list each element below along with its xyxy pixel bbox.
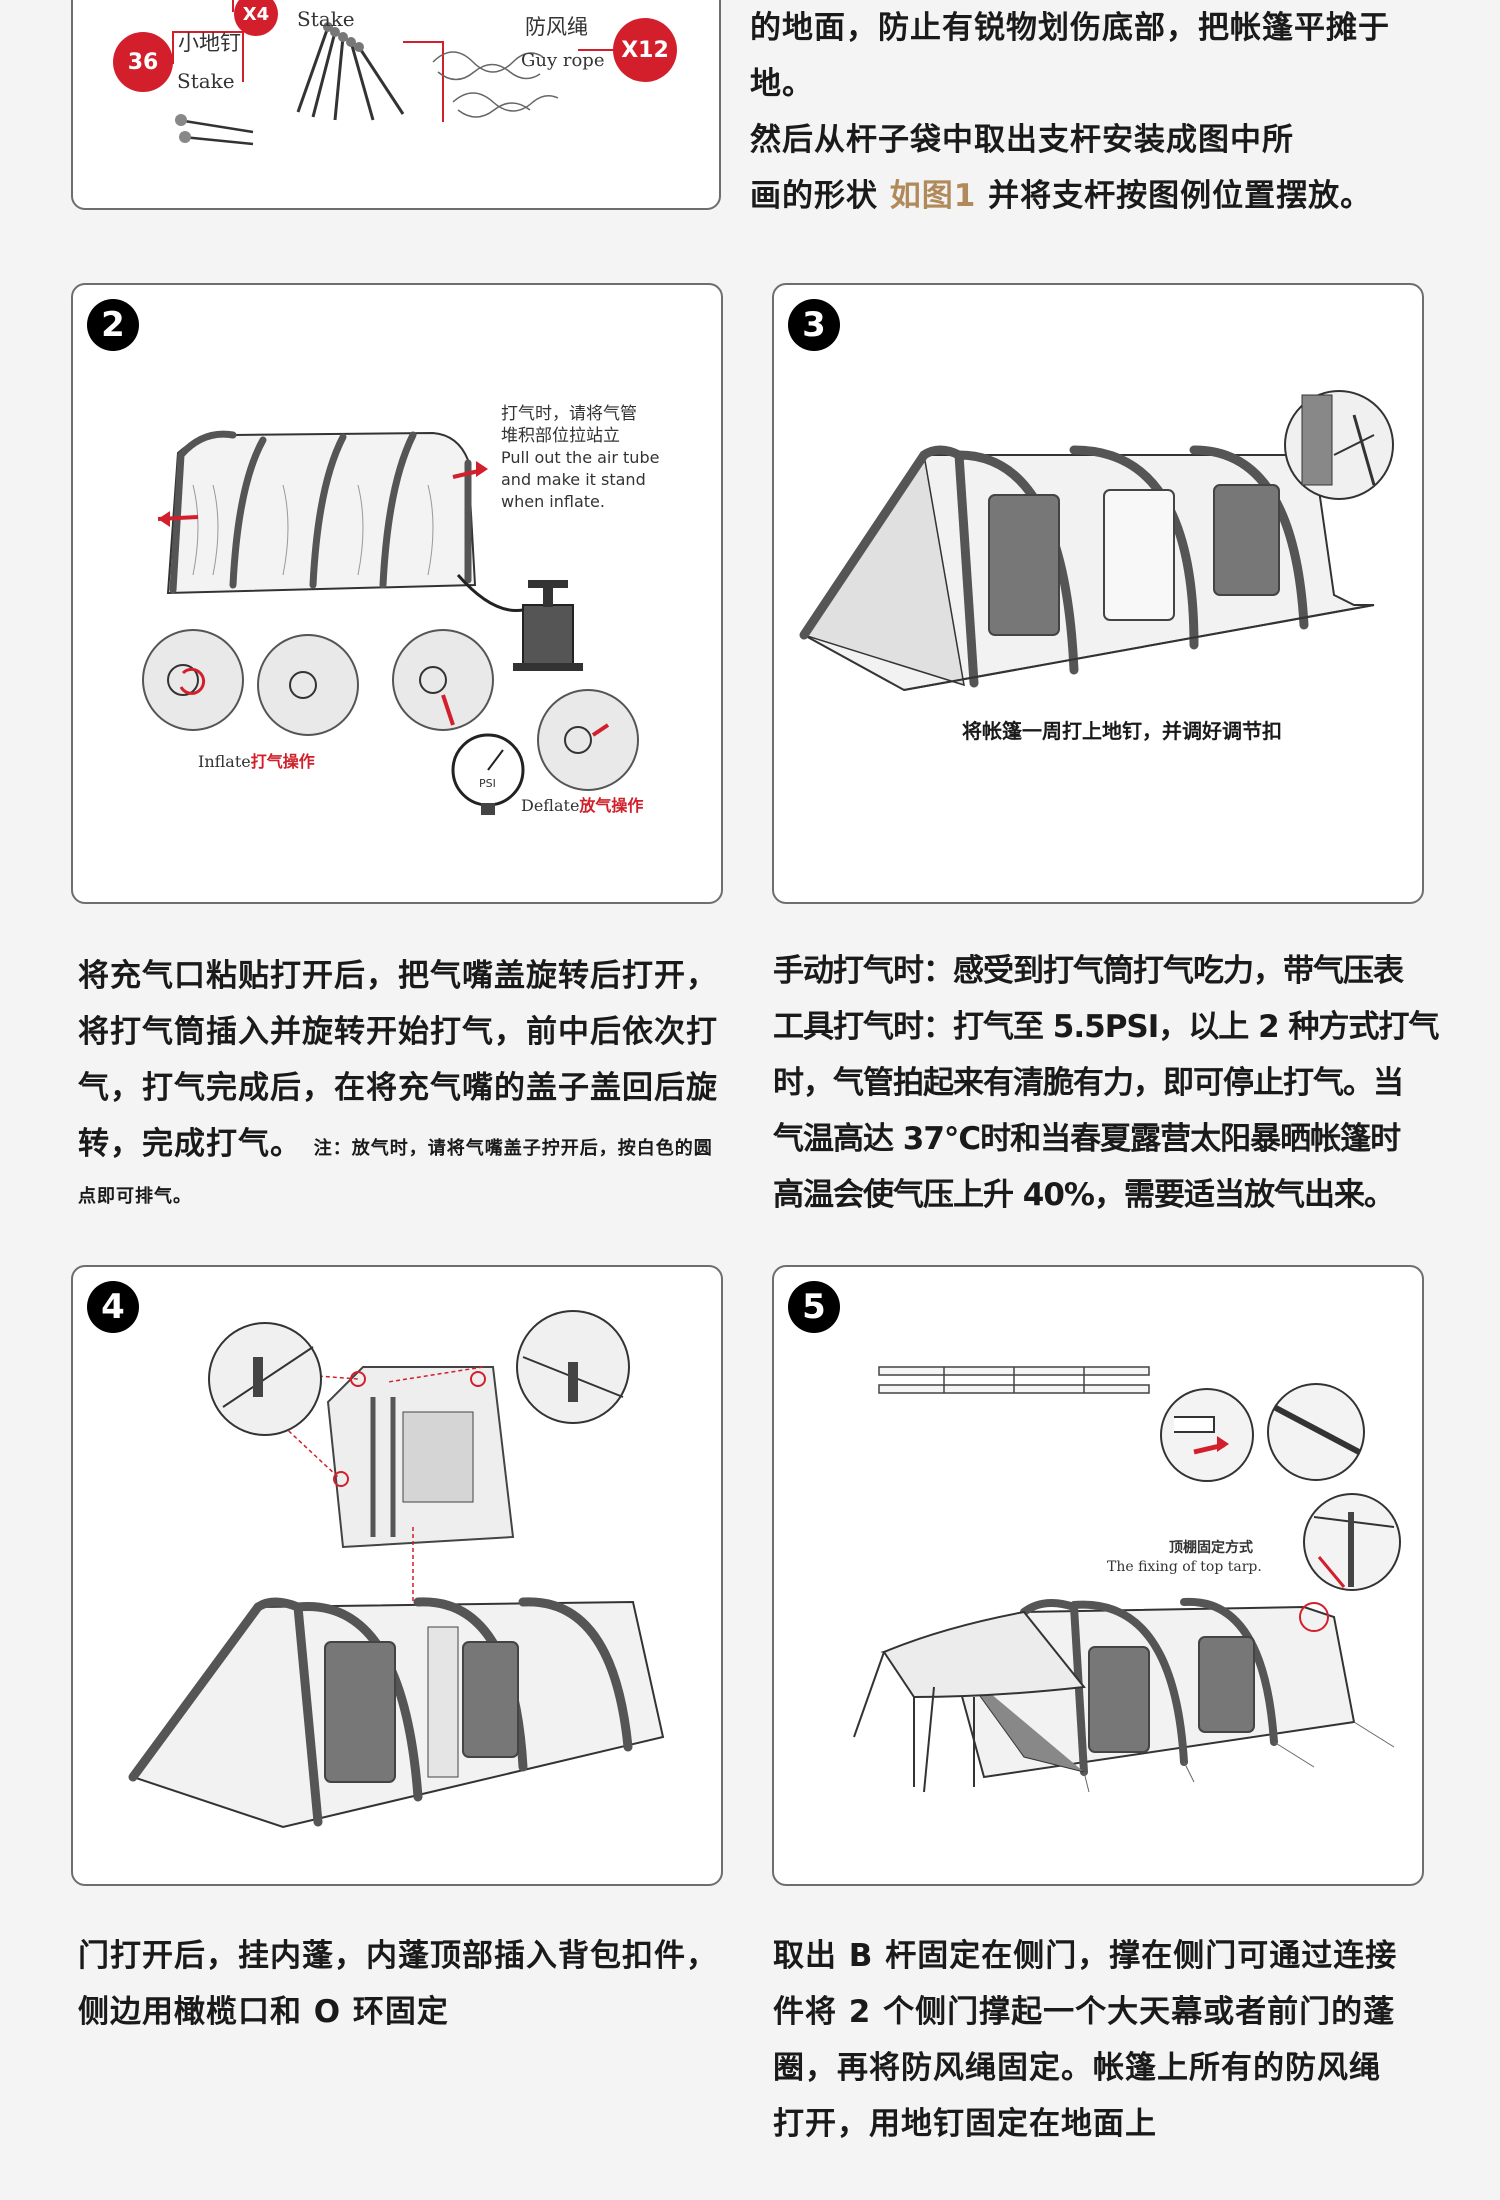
tarp-caption-en: The fixing of top tarp. [1107,1556,1262,1578]
inner-tent-illustration [73,1267,723,1886]
tube-note-cn: 打气时，请将气管 堆积部位拉站立 [501,403,637,447]
tube-note-en: Pull out the air tube and make it stand … [501,447,659,513]
step1-text: 的地面，防止有锐物划伤底部，把帐篷平摊于 地。 然后从杆子袋中取出支杆安装成图中… [750,0,1470,224]
step5-description: 取出 B 杆固定在侧门，撑在侧门可通过连接 件将 2 个侧门撑起一个大天幕或者前… [773,1928,1473,2152]
step3-caption: 将帐篷一周打上地钉，并调好调节扣 [962,715,1282,744]
step3-card: 3 将帐篷一周打上地钉，并调好调节扣 [772,283,1424,904]
small-stake-label: 小地钉 [178,32,241,54]
step2-description: 将充气口粘贴打开后，把气嘴盖旋转后打开， 将打气筒插入并旋转开始打气，前中后依次… [78,948,748,1217]
badge-36: 36 [113,32,173,92]
guy-rope-label: Guy rope [521,50,604,72]
step5-card: 5 [772,1265,1424,1886]
stake-label-top: Stake [297,8,355,30]
badge-x12: X12 [613,18,677,82]
inflate-caption: Inflate打气操作 [198,751,315,773]
step2-card: 2 [71,283,723,904]
step1-card: X4 Stake 36 小地钉 Stake 防风绳 Guy rope X12 [71,0,721,210]
staked-tent-illustration [774,285,1424,904]
deflate-caption: Deflate放气操作 [521,795,643,817]
gauge-psi-label: PSI [479,773,496,795]
windrope-label: 防风绳 [525,16,588,38]
stake-label-bottom: Stake [177,70,235,92]
step4-card: 4 [71,1265,723,1886]
step3-description: 手动打气时：感受到打气筒打气吃力，带气压表 工具打气时：打气至 5.5PSI，以… [773,943,1473,1223]
tarp-fixing-illustration [774,1267,1424,1886]
step4-description: 门打开后，挂内蓬，内蓬顶部插入背包扣件， 侧边用橄榄口和 O 环固定 [78,1928,758,2040]
